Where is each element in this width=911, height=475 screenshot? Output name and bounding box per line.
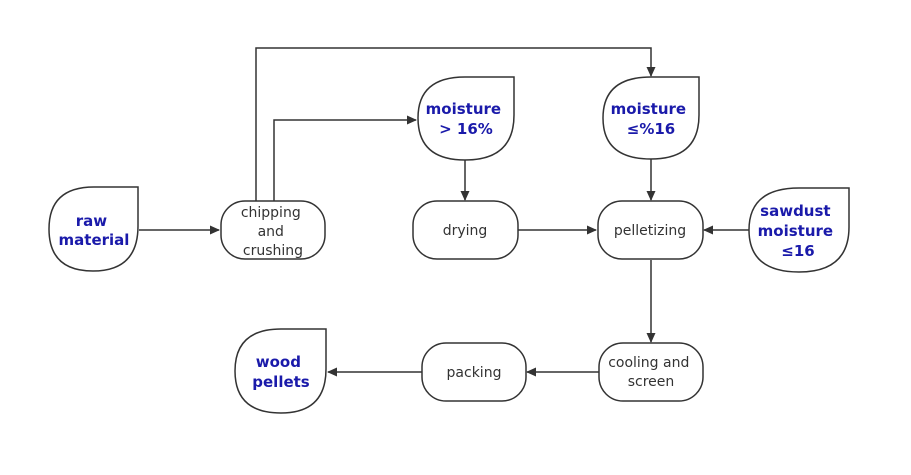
- node-sawdust: sawdust moisture ≤16: [748, 187, 850, 273]
- wood-pellets-line-1: wood: [256, 353, 301, 371]
- svg-text:cooling and screen: cooling and screen: [608, 355, 694, 390]
- moisture-low-line-2: ≤%16: [627, 120, 675, 138]
- node-packing: packing: [421, 342, 527, 402]
- connectors: [139, 47, 749, 377]
- moisture-high-line-1: moisture: [426, 100, 501, 118]
- cooling-line-1: cooling and: [608, 355, 689, 371]
- svg-text:packing: packing: [447, 365, 502, 381]
- svg-text:raw material: raw material: [59, 212, 130, 249]
- node-drying: drying: [412, 200, 519, 260]
- sawdust-line-2: moisture: [758, 222, 833, 240]
- svg-text:moisture ≤%16: moisture ≤%16: [611, 100, 692, 138]
- node-wood-pellets: wood pellets: [234, 328, 327, 414]
- chipping-line-2: and: [258, 224, 284, 240]
- chipping-line-1: chipping: [241, 205, 301, 221]
- raw-material-line-1: raw: [76, 212, 108, 230]
- svg-text:moisture > 16%: moisture > 16%: [426, 100, 507, 138]
- sawdust-line-1: sawdust: [760, 202, 830, 220]
- arrow-chipping-to-moisture-low: [255, 47, 656, 201]
- node-pelletizing: pelletizing: [597, 200, 704, 260]
- packing-label: packing: [447, 365, 502, 381]
- moisture-low-line-1: moisture: [611, 100, 686, 118]
- node-chipping: chipping and crushing: [220, 200, 326, 260]
- arrow-chipping-to-moisture-high: [273, 115, 417, 201]
- node-raw-material: raw material: [48, 186, 139, 272]
- svg-text:sawdust moisture ≤: sawdust moisture ≤16: [758, 202, 839, 260]
- node-moisture-low: moisture ≤%16: [602, 76, 700, 160]
- raw-material-line-2: material: [59, 231, 130, 249]
- svg-text:drying: drying: [443, 223, 488, 239]
- node-cooling: cooling and screen: [598, 342, 704, 402]
- svg-text:pelletizing: pelletizing: [614, 223, 686, 239]
- chipping-line-3: crushing: [243, 243, 303, 259]
- sawdust-line-3: ≤16: [781, 242, 814, 260]
- cooling-line-2: screen: [628, 374, 675, 390]
- node-moisture-high: moisture > 16%: [417, 76, 515, 161]
- drying-label: drying: [443, 223, 488, 239]
- moisture-high-line-2: > 16%: [439, 120, 493, 138]
- svg-text:wood pellets: wood pellets: [252, 353, 310, 391]
- wood-pellets-line-2: pellets: [252, 373, 310, 391]
- pelletizing-label: pelletizing: [614, 223, 686, 239]
- svg-text:chipping and crush: chipping and crushing: [241, 205, 305, 259]
